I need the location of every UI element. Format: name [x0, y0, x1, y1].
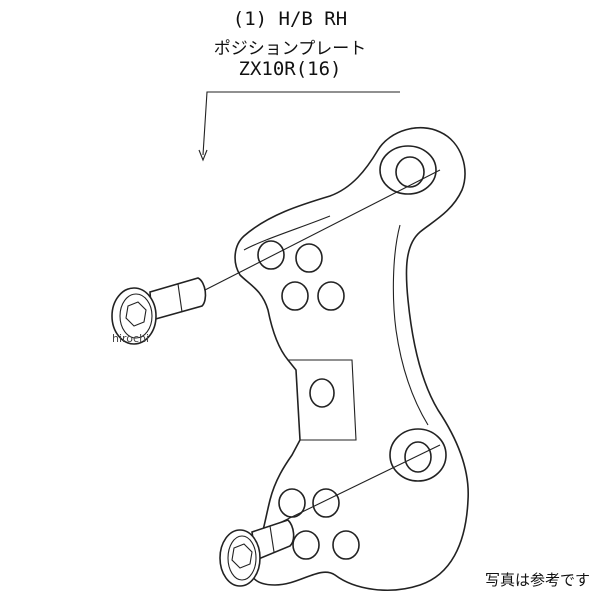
watermark-text: hirochi: [112, 332, 150, 345]
position-plate: [234, 126, 469, 591]
leader-arrow: [198, 91, 400, 162]
part-name-label: ポジションプレート: [213, 39, 367, 59]
bolt-axis-lines: [204, 169, 441, 531]
upper-bolt: [111, 277, 207, 345]
plate-holes: [257, 145, 447, 560]
lower-bolt: [219, 519, 295, 587]
part-number-label: (1) H/B RH: [232, 8, 348, 30]
model-label: ZX10R(16): [238, 58, 342, 80]
reference-photo-note: 写真は参考です: [484, 571, 590, 589]
